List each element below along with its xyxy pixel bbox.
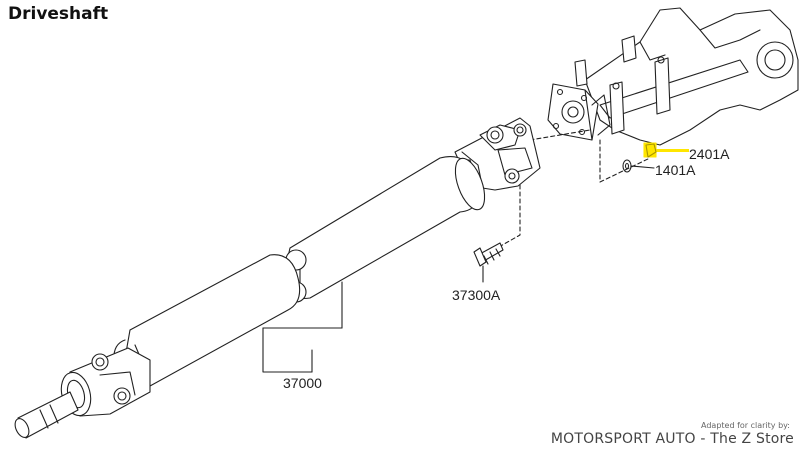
rear-stub-shaft: [14, 391, 79, 439]
flange-nut-highlight: [643, 142, 689, 158]
callout-driveshaft: 37000: [283, 375, 322, 391]
differential-housing: [574, 7, 799, 146]
credit-note: Adapted for clarity by:: [701, 421, 790, 430]
callout-washer: 1401A: [655, 162, 696, 178]
front-shaft-tube: [283, 156, 486, 303]
callout-bolt: 37300A: [452, 287, 501, 303]
companion-flange: [547, 83, 611, 141]
driveshaft-bracket: [262, 281, 343, 373]
credit-brand: MOTORSPORT AUTO - The Z Store: [550, 431, 794, 447]
page-title: Driveshaft: [8, 4, 109, 24]
callout-nut: 2401A: [689, 146, 730, 162]
washer: [622, 159, 655, 173]
bolt: [473, 242, 504, 283]
